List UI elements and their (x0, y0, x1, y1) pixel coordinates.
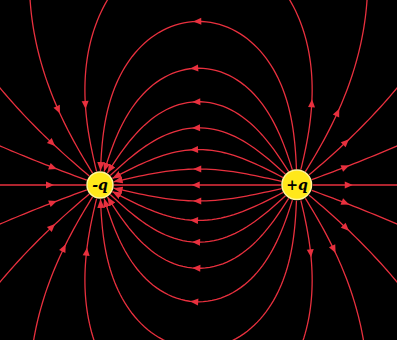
outer-field-line (85, 0, 116, 171)
charge-circle: +q (281, 169, 313, 201)
field-line (107, 197, 288, 272)
field-arrow (193, 18, 201, 25)
field-arrow (59, 243, 69, 253)
field-arrow (53, 105, 63, 115)
field-line-path (112, 150, 283, 179)
field-arrow (192, 239, 200, 246)
charge-disc (282, 170, 312, 200)
field-arrow (47, 138, 58, 149)
field-arrow (190, 65, 198, 72)
outer-field-line (305, 198, 365, 340)
outer-field-line (312, 190, 397, 229)
field-arrow (308, 99, 315, 107)
field-arrow (329, 244, 339, 254)
field-arrow (341, 162, 351, 171)
field-line-path (112, 192, 283, 221)
field-arrow (341, 198, 351, 207)
field-arrow (193, 165, 201, 172)
field-arrow (192, 182, 200, 189)
field-line-path (100, 21, 296, 171)
outer-field-line (0, 72, 89, 176)
field-line-path (110, 128, 285, 176)
charge-label: -q (92, 178, 108, 192)
charge-circle: -q (86, 171, 114, 199)
outer-field-line (309, 195, 397, 298)
charge-label: +q (286, 178, 308, 192)
outer-field-line (313, 184, 397, 185)
field-line (114, 188, 282, 204)
outer-field-line (312, 141, 397, 180)
field-arrow (333, 107, 343, 117)
field-arrow (47, 222, 58, 233)
field-line (104, 198, 292, 305)
field-arrow (46, 182, 54, 189)
field-arrow (190, 146, 198, 153)
outer-field-line (0, 141, 87, 181)
field-arrow (193, 197, 201, 204)
connector-group (100, 18, 296, 340)
field-line-path (107, 102, 288, 173)
field-arrow (345, 182, 353, 189)
field-arrow (192, 265, 200, 272)
field-line-path (107, 197, 288, 268)
field-arrow (190, 298, 198, 305)
outer-field-line (0, 190, 87, 230)
field-line (100, 18, 296, 171)
charge-disc (87, 172, 113, 198)
field-line-path (110, 195, 285, 243)
outer-field-line (299, 200, 312, 340)
field-arrow (307, 249, 315, 258)
field-arrow (341, 223, 352, 234)
field-line-path (100, 199, 296, 340)
field-line (114, 182, 281, 189)
field-arrow (48, 198, 58, 207)
field-line-path (104, 68, 292, 171)
field-arrow (341, 137, 352, 148)
field-arrow (82, 101, 89, 109)
field-arrow (192, 98, 200, 105)
field-line-path (104, 198, 292, 301)
outer-field-line (85, 199, 99, 340)
field-line (100, 199, 296, 340)
outer-field-line (0, 184, 86, 185)
field-arrow (190, 217, 198, 224)
outer-field-line (0, 194, 89, 298)
field-line (104, 65, 292, 172)
field-arrow (192, 124, 200, 131)
outer-field-line (305, 0, 367, 172)
outer-field-line (30, 0, 93, 173)
field-line (107, 98, 288, 173)
outer-field-line (282, 0, 312, 170)
field-line-path (114, 169, 282, 182)
field-arrow (48, 163, 58, 172)
field-line-path (114, 188, 282, 201)
field-line (114, 165, 282, 181)
outer-field-line (309, 72, 397, 175)
field-arrow (83, 247, 91, 256)
